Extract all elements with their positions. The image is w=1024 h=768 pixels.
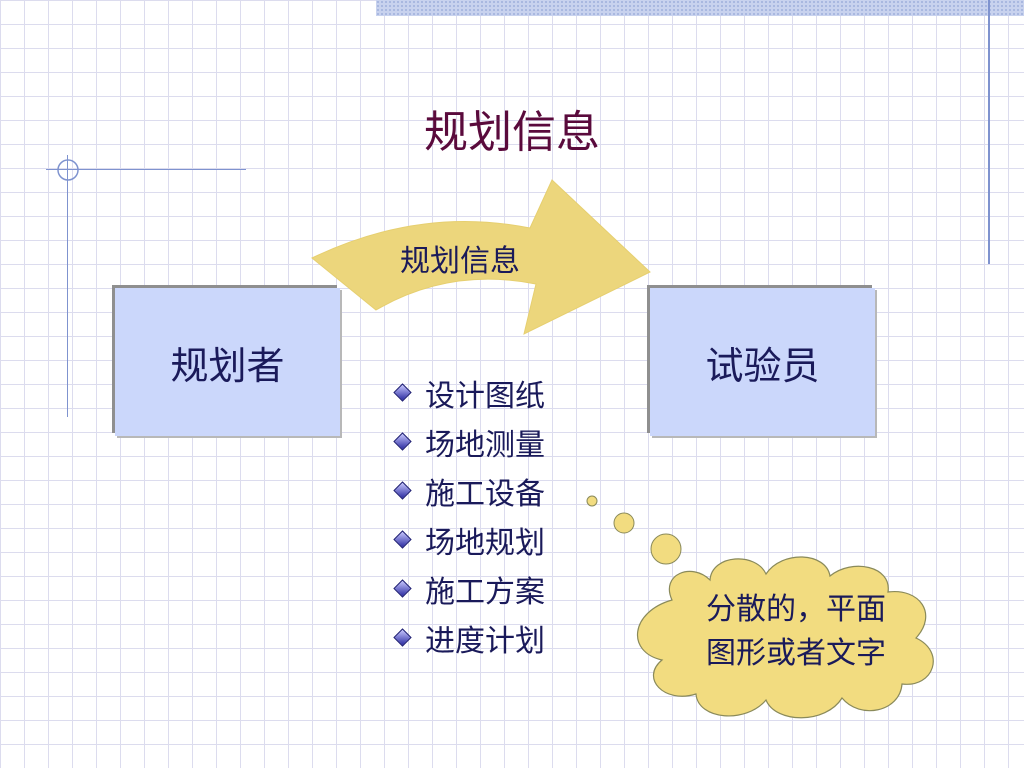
list-item: 设计图纸 [393,368,545,417]
list-item-label: 场地测量 [425,427,545,463]
planner-label: 规划者 [170,343,285,388]
decor-line-right-vertical [988,0,990,264]
thought-bubble-large [650,533,682,565]
list-item-label: 进度计划 [425,623,545,659]
cloud-shape [636,556,934,719]
decor-line-left-horizontal [46,169,246,170]
list-item: 施工设备 [393,466,545,515]
thought-bubble-small [586,495,598,507]
flow-arrow [311,179,651,335]
tester-label: 试验员 [705,343,820,388]
decor-circle-icon [57,159,79,181]
diamond-bullet-icon [393,628,412,647]
diamond-bullet-icon [393,530,412,549]
diamond-bullet-icon [393,481,412,500]
list-item: 场地测量 [393,417,545,466]
planner-box: 规划者 [115,288,340,436]
list-item-label: 施工设备 [425,476,545,512]
cloud-text: 分散的，平面 图形或者文字 [706,592,886,671]
thought-bubble-medium [613,512,635,534]
list-item: 施工方案 [393,564,545,613]
list-item-label: 施工方案 [425,574,545,610]
info-list: 设计图纸 场地测量 施工设备 场地规划 施工方案 进度计划 [393,368,545,662]
thought-cloud [586,495,934,719]
list-item: 进度计划 [393,613,545,662]
diamond-bullet-icon [393,579,412,598]
diamond-bullet-icon [393,383,412,402]
top-decorative-band [376,0,1024,16]
list-item: 场地规划 [393,515,545,564]
slide-title: 规划信息 [424,107,600,158]
tester-box: 试验员 [650,288,875,436]
list-item-label: 场地规划 [425,525,545,561]
flow-arrow-shape [311,179,651,335]
arrow-label: 规划信息 [400,244,520,279]
list-item-label: 设计图纸 [425,378,545,414]
decor-line-left-vertical [67,155,68,417]
diamond-bullet-icon [393,432,412,451]
